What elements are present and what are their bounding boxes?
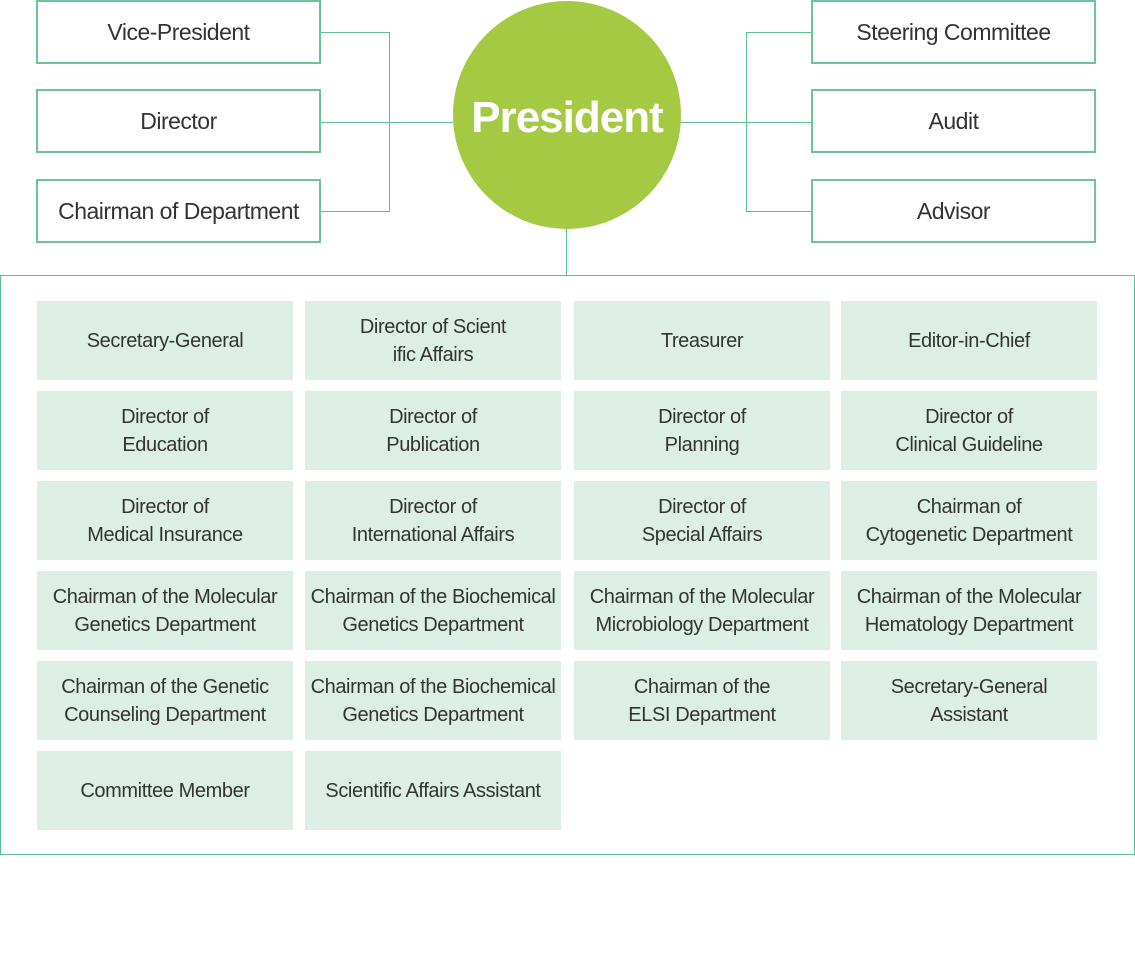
member-cell: Director of International Affairs [305,481,561,560]
member-cell: Committee Member [37,751,293,830]
member-cell: Director of Education [37,391,293,470]
member-cell: Editor-in-Chief [841,301,1097,380]
member-cell: Chairman of the Genetic Counseling Depar… [37,661,293,740]
member-cell: Chairman of the Molecular Hematology Dep… [841,571,1097,650]
connector-line [321,122,453,123]
box-vice-president: Vice-President [36,0,321,64]
connector-line [746,32,812,33]
member-cell: Chairman of the Molecular Genetics Depar… [37,571,293,650]
member-cell: Chairman of the Biochemical Genetics Dep… [305,571,561,650]
member-cell: Director of Planning [574,391,830,470]
president-node: President [453,1,681,229]
box-chairman-of-department: Chairman of Department [36,179,321,243]
connector-line [321,32,389,33]
box-advisor: Advisor [811,179,1096,243]
member-cell: Treasurer [574,301,830,380]
member-cell: Secretary-General [37,301,293,380]
connector-line [680,122,812,123]
member-cell: Chairman of the Biochemical Genetics Dep… [305,661,561,740]
member-cell: Chairman of the Molecular Microbiology D… [574,571,830,650]
member-cell: Chairman of the ELSI Department [574,661,830,740]
connector-line [566,229,567,276]
member-cell: Director of Special Affairs [574,481,830,560]
box-director: Director [36,89,321,153]
member-cell: Director of Scient ific Affairs [305,301,561,380]
member-cell: Secretary-General Assistant [841,661,1097,740]
member-cell: Chairman of Cytogenetic Department [841,481,1097,560]
member-cell: Director of Medical Insurance [37,481,293,560]
connector-line [321,211,389,212]
member-cell: Scientific Affairs Assistant [305,751,561,830]
connector-line [746,211,812,212]
member-cell: Director of Publication [305,391,561,470]
member-cell: Director of Clinical Guideline [841,391,1097,470]
box-steering-committee: Steering Committee [811,0,1096,64]
box-audit: Audit [811,89,1096,153]
